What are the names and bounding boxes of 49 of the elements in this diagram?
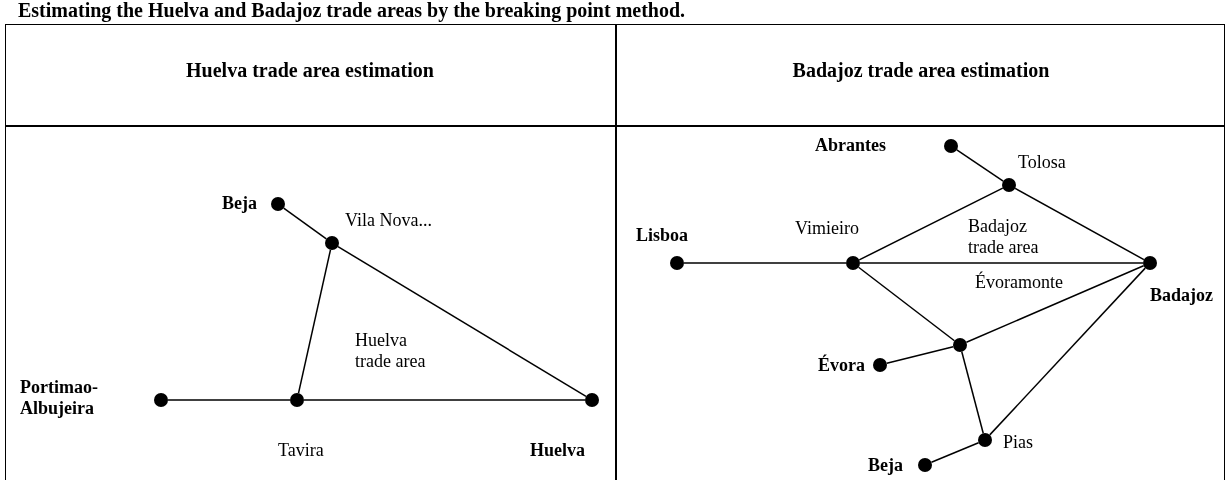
point-dot	[154, 393, 168, 407]
connecting-line	[858, 187, 1004, 261]
connecting-line	[956, 149, 1004, 182]
diagram-title: Estimating the Huelva and Badajoz trade areas by the breaking point method.	[18, 0, 686, 21]
point-dot	[1143, 256, 1157, 270]
area-label: Huelva trade area	[355, 330, 427, 372]
connecting-line	[303, 399, 586, 401]
place-name: Portimao- Albujeira	[20, 377, 99, 419]
point-dot	[1002, 178, 1016, 192]
connecting-line	[857, 266, 956, 342]
point-dot	[846, 256, 860, 270]
connecting-line	[859, 262, 1144, 264]
place-name: Pias	[1003, 432, 1033, 453]
connecting-line	[297, 249, 332, 394]
point-dot	[670, 256, 684, 270]
point-dot	[918, 458, 932, 472]
point-dot	[290, 393, 304, 407]
place-name: Tavira	[278, 440, 324, 461]
place-name: Huelva	[530, 440, 585, 461]
place-name: Badajoz	[1150, 285, 1213, 306]
place-name: Abrantes	[815, 135, 886, 156]
table-header: Badajoz trade area estimation	[791, 60, 1051, 81]
place-name: Tolosa	[1018, 152, 1066, 173]
place-name: Vimieiro	[795, 218, 859, 239]
point-dot	[944, 139, 958, 153]
place-name: Évora	[818, 355, 865, 376]
connecting-line	[886, 345, 954, 365]
point-dot	[325, 236, 339, 250]
point-dot	[953, 338, 967, 352]
connecting-line	[965, 265, 1145, 343]
place-name: Lisboa	[636, 225, 689, 246]
connecting-line	[989, 267, 1146, 436]
place-name: Évoramonte	[975, 272, 1063, 293]
connecting-line	[961, 351, 984, 434]
point-dot	[978, 433, 992, 447]
place-name: Beja	[868, 455, 903, 476]
place-name: Beja	[222, 193, 257, 214]
point-dot	[585, 393, 599, 407]
connecting-line	[930, 441, 980, 464]
connecting-line	[1014, 187, 1145, 261]
table-header: Huelva trade area estimation	[185, 60, 435, 81]
connecting-line	[683, 262, 847, 264]
connecting-line	[337, 245, 587, 398]
connecting-line	[282, 207, 328, 240]
place-name: Vila Nova...	[345, 210, 432, 231]
area-label: Badajoz trade area	[968, 216, 1040, 258]
point-dot	[873, 358, 887, 372]
point-dot	[271, 197, 285, 211]
connecting-line	[167, 399, 291, 401]
